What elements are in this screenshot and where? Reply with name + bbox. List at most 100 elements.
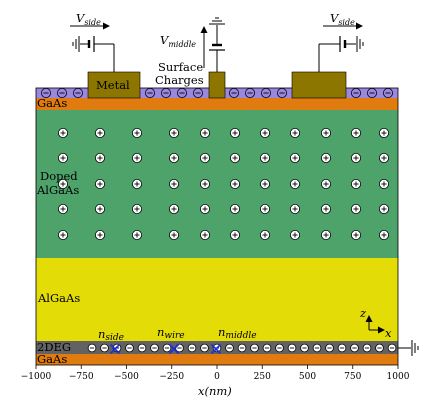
donor-ion-icon bbox=[350, 178, 361, 189]
2deg-electron-icon bbox=[162, 343, 172, 353]
x-tick-label: 500 bbox=[299, 372, 316, 382]
surface-electron-icon bbox=[41, 88, 52, 99]
donor-ion-icon bbox=[199, 203, 210, 214]
surface-electron-icon bbox=[176, 88, 187, 99]
donor-ion-icon bbox=[168, 152, 179, 163]
gaas-top-label: GaAs bbox=[37, 96, 67, 110]
surface-electron-icon bbox=[160, 88, 171, 99]
donor-ion-icon bbox=[259, 178, 270, 189]
2deg-electron-icon bbox=[312, 343, 322, 353]
surface-electron-icon bbox=[57, 88, 68, 99]
metal-gate-left bbox=[87, 71, 141, 99]
2deg-electron-icon bbox=[87, 343, 97, 353]
donor-ion-icon bbox=[58, 127, 69, 138]
v-side-left-symbol: V bbox=[76, 11, 86, 25]
metal-gate-right bbox=[291, 71, 347, 99]
donor-ion-icon bbox=[229, 127, 240, 138]
donor-ion-icon bbox=[320, 152, 331, 163]
doped-label-line1: Doped bbox=[40, 169, 78, 183]
donor-ion-icon bbox=[289, 178, 300, 189]
n-wire-sub: wire bbox=[164, 331, 184, 341]
surface-charges-label-line1: Surface bbox=[158, 60, 203, 74]
donor-ion-icon bbox=[131, 178, 142, 189]
circuit-wires bbox=[70, 17, 419, 356]
donor-ion-icon bbox=[229, 229, 240, 240]
surface-electron-icon bbox=[260, 88, 271, 99]
surface-electron-icon bbox=[244, 88, 255, 99]
2deg-electron-icon bbox=[362, 343, 372, 353]
donor-ion-icon bbox=[95, 203, 106, 214]
donor-ion-icon bbox=[350, 229, 361, 240]
metal-gate-middle bbox=[208, 71, 226, 99]
donor-ion-icon bbox=[168, 127, 179, 138]
algaas-layer bbox=[36, 258, 398, 341]
n-side-sub: side bbox=[105, 333, 124, 343]
surface-charges-label-line2: Charges bbox=[155, 73, 204, 87]
doped-label-line2: AlGaAs bbox=[36, 183, 79, 197]
density-marker-x-icon bbox=[109, 343, 121, 355]
surface-electron-icon bbox=[382, 88, 393, 99]
algaas-label: AlGaAs bbox=[37, 291, 80, 305]
x-tick-label: −500 bbox=[114, 372, 139, 382]
x-tick-label: −1000 bbox=[21, 372, 52, 382]
donor-ion-icon bbox=[378, 229, 389, 240]
donor-ion-icon bbox=[259, 152, 270, 163]
donor-ion-icon bbox=[320, 229, 331, 240]
donor-ion-icon bbox=[168, 178, 179, 189]
2deg-electron-icon bbox=[200, 343, 209, 353]
v-side-right-symbol: V bbox=[330, 11, 340, 25]
2deg-electron-icon bbox=[150, 343, 159, 353]
2deg-electron-icon bbox=[325, 343, 334, 353]
donor-ion-icon bbox=[350, 127, 361, 138]
x-tick-label: 1000 bbox=[387, 372, 410, 382]
density-marker-x-icon bbox=[210, 343, 222, 355]
donor-ion-icon bbox=[378, 178, 389, 189]
donor-ion-icon bbox=[320, 178, 331, 189]
gaas-top-layer bbox=[36, 98, 398, 110]
2deg-electron-icon bbox=[375, 343, 384, 353]
donor-ion-icon bbox=[131, 152, 142, 163]
donor-ion-icon bbox=[289, 203, 300, 214]
donor-ion-icon bbox=[229, 203, 240, 214]
x-tick-label: 750 bbox=[344, 372, 361, 382]
gaas-bottom-label: GaAs bbox=[37, 352, 67, 366]
donor-ion-icon bbox=[58, 152, 69, 163]
v-side-right-label: Vside bbox=[330, 11, 355, 27]
2deg-label: 2DEG bbox=[37, 340, 71, 354]
donor-ion-icon bbox=[131, 229, 142, 240]
surface-electron-icon bbox=[228, 88, 239, 99]
donor-ion-icon bbox=[199, 152, 210, 163]
n-wire-label: nwire bbox=[157, 325, 185, 341]
v-side-left-sub: side bbox=[84, 18, 101, 27]
x-tick-label: −750 bbox=[69, 372, 94, 382]
donor-ion-icon bbox=[259, 203, 270, 214]
donor-ion-icon bbox=[131, 127, 142, 138]
n-wire-symbol: n bbox=[157, 325, 164, 339]
donor-ion-icon bbox=[289, 127, 300, 138]
surface-electron-icon bbox=[144, 88, 155, 99]
2deg-electrons bbox=[87, 343, 397, 353]
2deg-electron-icon bbox=[225, 343, 234, 353]
x-tick-label: −250 bbox=[159, 372, 184, 382]
donor-ion-icon bbox=[58, 229, 69, 240]
x-tick-label: 0 bbox=[214, 372, 220, 382]
surface-charges bbox=[41, 88, 393, 99]
donor-ion-icon bbox=[350, 152, 361, 163]
2deg-electron-icon bbox=[237, 343, 247, 353]
donor-ion-icon bbox=[168, 229, 179, 240]
donor-ion-icon bbox=[58, 203, 69, 214]
n-middle-sub: middle bbox=[225, 331, 256, 341]
donor-ion-icon bbox=[229, 178, 240, 189]
2deg-electron-icon bbox=[300, 343, 309, 353]
v-side-left-label: Vside bbox=[76, 11, 101, 27]
donor-ion-icon bbox=[378, 152, 389, 163]
donor-ion-icon bbox=[289, 229, 300, 240]
donor-ion-icon bbox=[131, 203, 142, 214]
gaas-bottom-layer bbox=[36, 354, 398, 365]
v-side-right-sub: side bbox=[338, 18, 355, 27]
axis-x-label: x bbox=[385, 326, 392, 340]
n-middle-label: nmiddle bbox=[218, 325, 257, 341]
2deg-electron-icon bbox=[187, 343, 197, 353]
